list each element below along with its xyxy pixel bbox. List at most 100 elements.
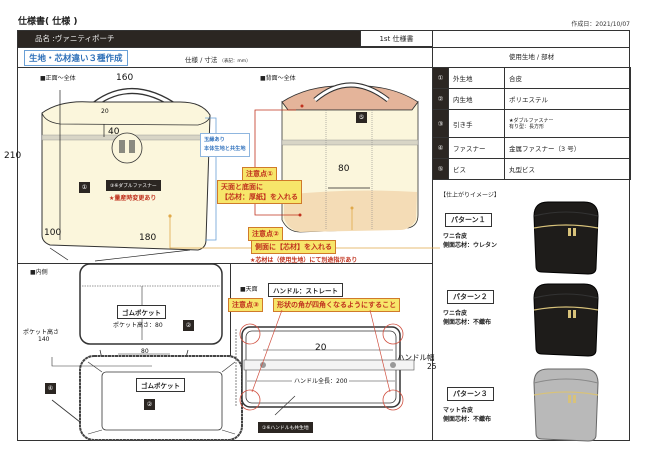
zipper-label: ③※ダブルファスナー	[106, 180, 161, 191]
spec-label-text: 仕様 / 寸法	[185, 56, 218, 64]
pattern-1-label: パターン１	[445, 213, 492, 227]
pattern-2-label: パターン２	[447, 290, 494, 304]
part-name: 引き手	[448, 109, 505, 138]
divider	[230, 263, 231, 441]
part-2a-marker: ②	[183, 320, 194, 331]
dim-width: 180	[139, 233, 157, 243]
dim-inside-80: 80	[141, 348, 149, 355]
part-value-sub: 有り型：長方形	[509, 123, 545, 130]
handle-type-label: ハンドル：ストレート	[268, 283, 343, 297]
materials-heading: 使用生地 / 部材	[508, 53, 555, 61]
part-value: 金属ファスナー（3 号）	[504, 137, 631, 159]
divider	[18, 67, 630, 68]
dim-handle-20: 20	[315, 343, 327, 353]
zipper-note: ★量産時変更あり	[109, 195, 157, 202]
pocket-height-top: ポケット高さ：80	[113, 322, 163, 329]
row-number: ①	[432, 67, 449, 89]
part-name: 内生地	[448, 88, 505, 110]
part-2b-marker: ②	[144, 399, 155, 410]
divider	[432, 31, 433, 441]
part-4-marker: ④	[45, 383, 56, 394]
part-5-marker: ⑤	[356, 112, 367, 123]
inside-section-label: ■内側	[30, 269, 48, 276]
created-date: 作成日：2021/10/07	[571, 21, 630, 28]
rubber-pocket-bottom-label: ゴムポケット	[136, 378, 185, 392]
caution-3-title: 注意点③	[228, 298, 263, 312]
dim-top-width: 160	[116, 73, 134, 83]
caution-1-title: 注意点①	[242, 167, 277, 181]
pattern-3-line2: 側面芯材：不織布	[443, 416, 492, 423]
divider	[18, 47, 630, 48]
part-name: 外生地	[448, 67, 505, 89]
version-label: 1st 仕様書	[360, 31, 432, 47]
product-name-bar: 品名 :ヴァニティポーチ	[18, 31, 360, 47]
caution-1-line2: 【芯材：厚紙】を入れる	[221, 193, 298, 201]
handle-width-label: ハンドル幅	[397, 353, 435, 362]
row-number: ③	[432, 109, 449, 138]
pattern-1-line2: 側面芯材：ウレタン	[443, 242, 498, 249]
handle-width-value: 25	[427, 362, 437, 371]
piping-note-line2: 本体生地と共生地	[204, 146, 246, 152]
handle-length: ハンドル全長：200	[292, 376, 350, 385]
pattern-2-line2: 側面芯材：不織布	[443, 319, 492, 326]
spec-label: 仕様 / 寸法 （表記：mm）	[185, 54, 251, 64]
caution-1-line1: 天面と底面に	[221, 183, 263, 191]
pattern-3-label: パターン３	[447, 387, 494, 401]
zipper-detail-circle	[111, 132, 143, 164]
dim-zip-drop: 40	[108, 127, 120, 137]
front-section-label: ■正面〜全体	[40, 75, 76, 82]
divider	[18, 263, 432, 264]
back-bag-drawing	[254, 82, 419, 233]
spec-unit: （表記：mm）	[219, 59, 251, 64]
caution-2-note: ★芯材は（使用生地）にて別途指示あり	[250, 257, 358, 264]
dim-depth: 100	[44, 228, 62, 238]
part-value-main: ★ダブルファスナー	[509, 117, 554, 124]
caution-3-body: 形状の角が四角くなるようにすること	[273, 298, 401, 312]
dim-handle-gap: 20	[101, 108, 109, 115]
part-value: 合皮	[504, 67, 631, 89]
pattern-2-desc: ワニ合皮側面芯材：不織布	[443, 309, 491, 327]
pocket-height-label: ポケット高さ	[23, 329, 60, 336]
caution-1-body: 天面と底面に【芯材：厚紙】を入れる	[217, 180, 302, 204]
part-name: ビス	[448, 158, 505, 180]
pattern-2-line1: ワニ合皮	[443, 310, 468, 317]
part-value: 丸型ビス	[504, 158, 631, 180]
pattern-3-line1: マット合皮	[443, 407, 474, 414]
pattern-2-image	[533, 283, 599, 357]
part-value: ポリエステル	[504, 88, 631, 110]
front-bag-drawing	[41, 88, 440, 262]
dim-back-width: 80	[338, 164, 350, 174]
piping-note-line1: 玉縁あり	[204, 137, 225, 143]
caution-2-body: 側面に【芯材】を入れる	[251, 240, 336, 254]
pattern-3-desc: マット合皮側面芯材：不織布	[443, 406, 491, 424]
pattern-1-image	[533, 201, 599, 275]
handle-material-note: ①※ハンドルも共生地	[258, 422, 313, 433]
document-title: 仕様書( 仕様 )	[18, 17, 78, 27]
part-name: ファスナー	[448, 137, 505, 159]
variation-title: 生地・芯材違い３種作成	[24, 50, 128, 66]
dim-height: 210	[4, 151, 22, 161]
finish-heading: 【仕上がりイメージ】	[440, 192, 500, 199]
top-view-drawing	[235, 309, 415, 416]
piping-note: 玉縁あり本体生地と共生地	[200, 133, 250, 157]
back-section-label: ■背面〜全体	[260, 75, 296, 82]
pattern-3-image	[533, 368, 599, 442]
part-1-marker: ①	[79, 182, 90, 193]
part-value: ★ダブルファスナー有り型：長方形	[504, 109, 631, 138]
top-section-label: ■天面	[240, 286, 258, 293]
pattern-1-line1: ワニ合皮	[443, 233, 468, 240]
pocket-height-value: 140	[38, 336, 50, 343]
row-number: ②	[432, 88, 449, 110]
row-number: ④	[432, 137, 449, 159]
spec-sheet-frame	[17, 30, 630, 441]
rubber-pocket-top-label: ゴムポケット	[117, 305, 166, 319]
caution-2-title: 注意点②	[248, 227, 283, 241]
row-number: ⑤	[432, 158, 449, 180]
pattern-1-desc: ワニ合皮側面芯材：ウレタン	[443, 232, 497, 250]
